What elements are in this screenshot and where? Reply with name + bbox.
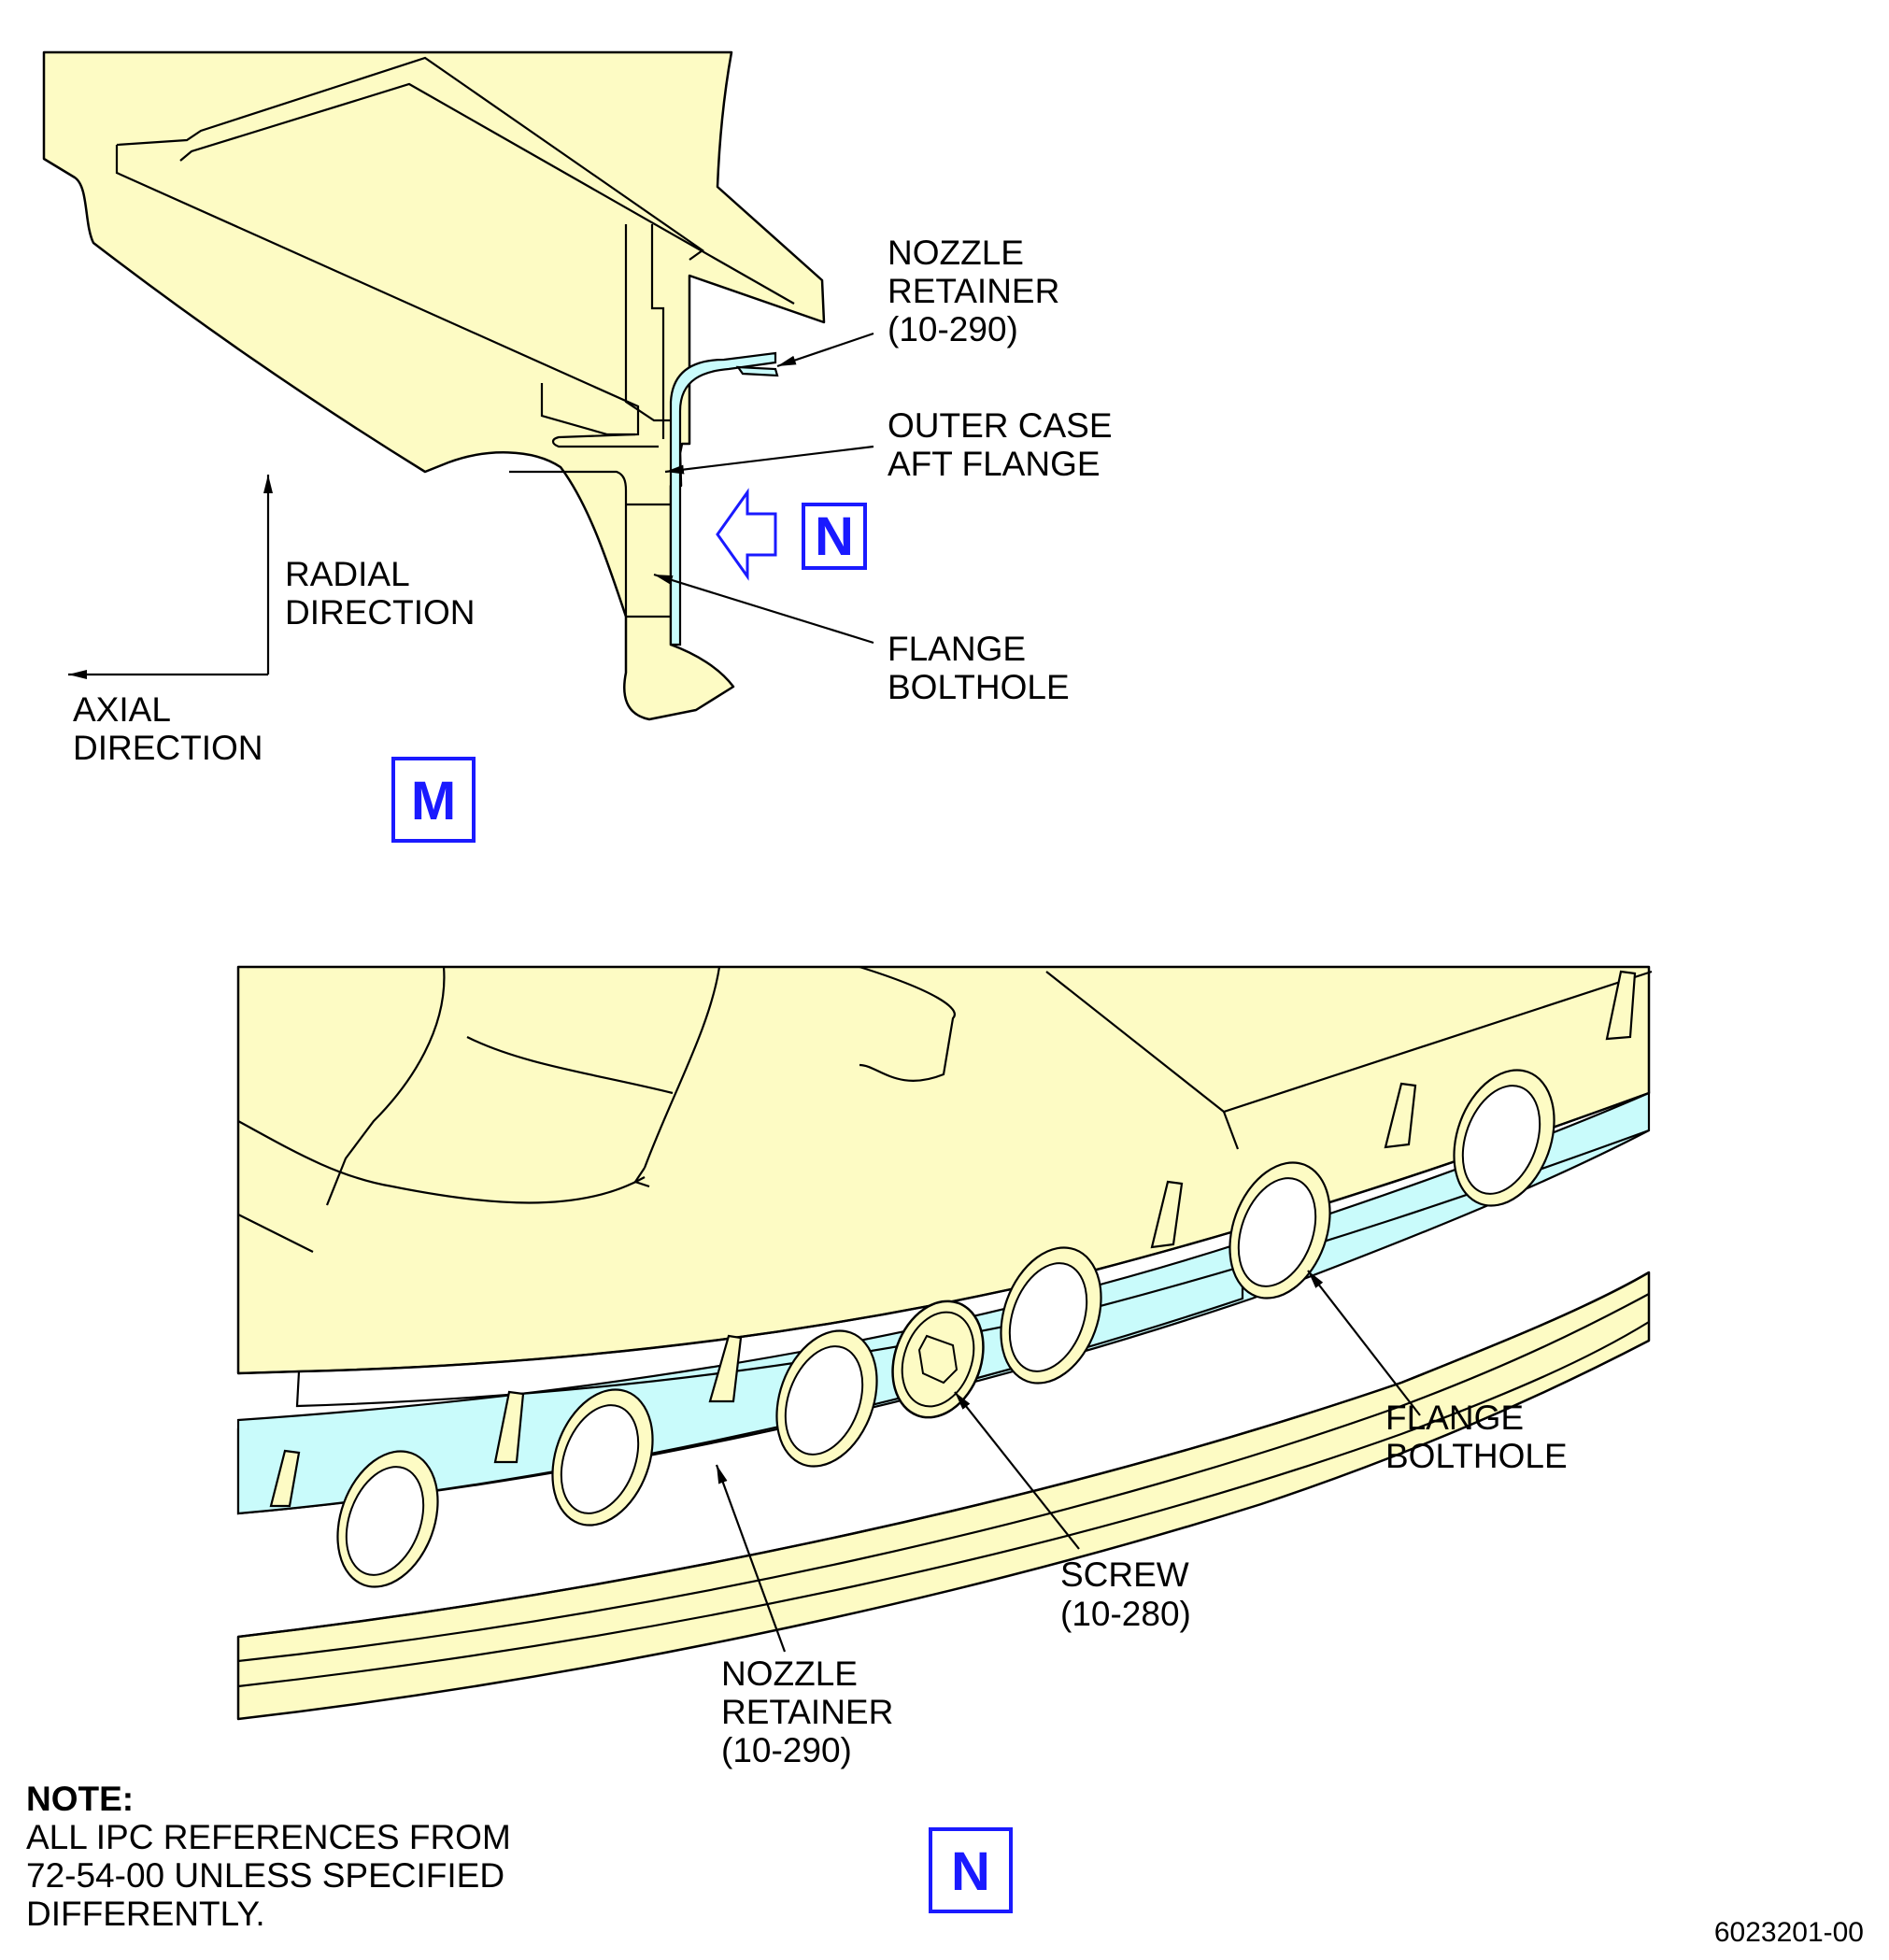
- leader-flange-bolthole-n: [1307, 1270, 1421, 1416]
- label-flange-bolthole-m-1: FLANGE: [888, 630, 1026, 668]
- note-line-2: 72-54-00 UNLESS SPECIFIED: [26, 1856, 504, 1895]
- view-n-reference-tag: N: [802, 503, 867, 570]
- label-outer-case-2: AFT FLANGE: [888, 445, 1101, 483]
- slot-tab: [540, 383, 635, 436]
- label-outer-case-1: OUTER CASE: [888, 406, 1113, 445]
- label-screw-1: SCREW: [1060, 1555, 1189, 1594]
- view-n-letter: N: [951, 1841, 990, 1902]
- figure-id: 6023201-00: [1714, 1917, 1864, 1948]
- view-m-section: [42, 50, 874, 721]
- label-axial-2: DIRECTION: [73, 729, 263, 767]
- label-nozzle-retainer-n-1: NOZZLE: [721, 1655, 858, 1693]
- view-m-tag: M: [391, 757, 476, 843]
- label-radial-1: RADIAL: [285, 555, 410, 593]
- leader-nozzle-retainer-m: [776, 332, 874, 368]
- view-n-reference-letter: N: [815, 506, 854, 567]
- label-nozzle-retainer-m-3: (10-290): [888, 310, 1018, 348]
- label-axial-1: AXIAL: [73, 690, 171, 729]
- bolthole: [551, 1388, 654, 1527]
- bolthole: [336, 1450, 439, 1588]
- leader-nozzle-retainer-n: [715, 1464, 787, 1653]
- note-line-3: DIFFERENTLY.: [26, 1895, 265, 1933]
- label-nozzle-retainer-m-2: RETAINER: [888, 272, 1059, 310]
- label-flange-bolthole-n-2: BOLTHOLE: [1385, 1437, 1568, 1475]
- label-screw-2: (10-280): [1060, 1595, 1191, 1633]
- view-m-letter: M: [411, 771, 456, 831]
- label-flange-bolthole-n-1: FLANGE: [1385, 1399, 1524, 1437]
- leader-screw: [954, 1391, 1080, 1550]
- label-nozzle-retainer-n-2: RETAINER: [721, 1693, 893, 1731]
- note-heading: NOTE:: [26, 1780, 134, 1818]
- inner-slot: [115, 145, 659, 448]
- view-n-tag: N: [929, 1827, 1013, 1913]
- retainer-slots: [269, 970, 1637, 1508]
- label-flange-bolthole-m-2: BOLTHOLE: [888, 668, 1070, 706]
- inner-channel-line: [116, 56, 704, 261]
- inner-channel-line-2: [179, 82, 795, 305]
- bolthole: [1453, 1069, 1555, 1207]
- bolthole: [1000, 1246, 1102, 1385]
- flange-edge: [509, 470, 628, 617]
- bolthole: [1229, 1161, 1331, 1300]
- nozzle-retainer-section: [669, 351, 777, 646]
- screw-head: [891, 1300, 985, 1419]
- outer-case-body: [42, 50, 826, 721]
- note-line-1: ALL IPC REFERENCES FROM: [26, 1818, 511, 1856]
- leader-outer-case: [664, 445, 874, 475]
- bolthole: [775, 1329, 878, 1468]
- label-radial-2: DIRECTION: [285, 593, 476, 632]
- label-nozzle-retainer-n-3: (10-290): [721, 1731, 852, 1769]
- inner-slot-3: [650, 224, 665, 439]
- view-n-pointer-arrow: [716, 488, 777, 581]
- leader-flange-bolthole-m: [653, 573, 874, 645]
- view-n-perspective: [236, 965, 1653, 1721]
- label-nozzle-retainer-m-1: NOZZLE: [888, 234, 1024, 272]
